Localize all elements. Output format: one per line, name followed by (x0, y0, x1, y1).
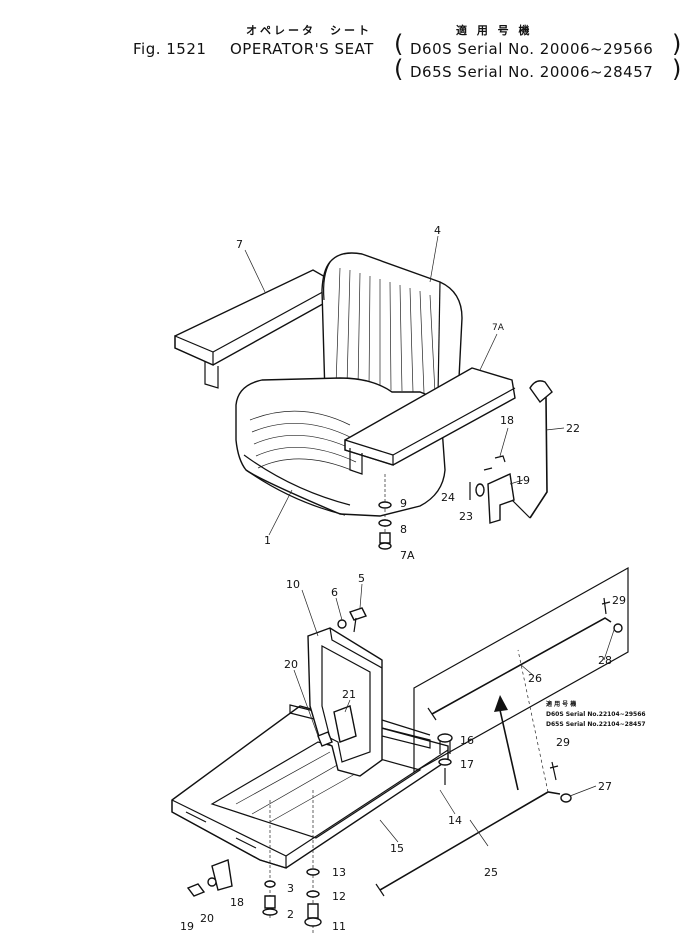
callout-4: 4 (434, 224, 441, 237)
callout-19: 18 (230, 896, 244, 909)
callout-7A: 7A (492, 323, 505, 333)
callout-5: 5 (358, 572, 365, 585)
callout-22: 18 (500, 414, 514, 427)
callout-24: 20 (284, 658, 298, 671)
callout-26: 22 (566, 422, 580, 435)
callout-1: 1 (264, 534, 271, 547)
figure-title: OPERATOR'S SEAT (230, 40, 374, 58)
seat-back-cushion (321, 252, 463, 399)
callout-inset-29: 26 (528, 672, 542, 685)
right-armrest (344, 367, 516, 475)
inset-detail-box (413, 566, 629, 791)
callout-25: 21 (342, 688, 356, 701)
callout-8: 7A (400, 549, 415, 562)
left-armrest (174, 269, 331, 389)
callout-28: 24 (441, 491, 455, 504)
serial-line-d60s: D60S Serial No. 20006~29566 (410, 40, 654, 58)
callout-11: 10 (286, 578, 300, 591)
open-bracket-1: ( (394, 30, 404, 58)
japanese-applicable-label: 適 用 号 機 (456, 24, 533, 37)
seat-adjust-lever (469, 380, 553, 524)
callout-14: 13 (332, 866, 346, 879)
open-bracket-2: ( (394, 55, 404, 83)
figure-number: Fig. 1521 (133, 40, 207, 58)
callout-17: 16 (460, 734, 474, 747)
callout-7: 7 (236, 238, 243, 251)
seat-assembly (174, 252, 516, 550)
inset-japanese-label: 適 用 号 機 (546, 700, 576, 708)
seat-frame-assembly (171, 607, 453, 934)
callout-23: 19 (516, 474, 530, 487)
callout-labels: 7 4 7A 22 18 19 24 23 9 8 7A 1 10 6 5 20… (180, 224, 646, 933)
japanese-title: オペレータ シート (246, 24, 372, 37)
close-bracket-2: ) (672, 55, 682, 83)
callout-20: 19 (180, 920, 194, 933)
callout-inset-31: 29 (612, 594, 626, 607)
callout-3: 3 (287, 882, 294, 895)
callout-10: 9 (400, 497, 407, 510)
inset-serial-d60s: D60S Serial No.22104~29566 (546, 711, 646, 718)
adjust-rod-lower (375, 649, 572, 897)
callout-9: 8 (400, 523, 407, 536)
callout-inset-30: 28 (598, 654, 612, 667)
callout-27: 23 (459, 510, 473, 523)
callout-30: 27 (598, 780, 612, 793)
callout-18: 17 (460, 758, 474, 771)
callout-16: 15 (390, 842, 404, 855)
close-bracket-1: ) (672, 30, 682, 58)
callout-29: 25 (484, 866, 498, 879)
callout-2: 2 (287, 908, 294, 921)
leader-lines (244, 235, 615, 847)
callout-21: 20 (200, 912, 214, 925)
serial-line-d65s: D65S Serial No. 20006~28457 (410, 63, 654, 81)
callout-31: 29 (556, 736, 570, 749)
callout-6: 6 (331, 586, 338, 599)
callout-15: 14 (448, 814, 462, 827)
inset-serial-d65s: D65S Serial No.22104~28457 (546, 721, 646, 728)
callout-13: 12 (332, 890, 346, 903)
callout-12: 11 (332, 920, 346, 933)
